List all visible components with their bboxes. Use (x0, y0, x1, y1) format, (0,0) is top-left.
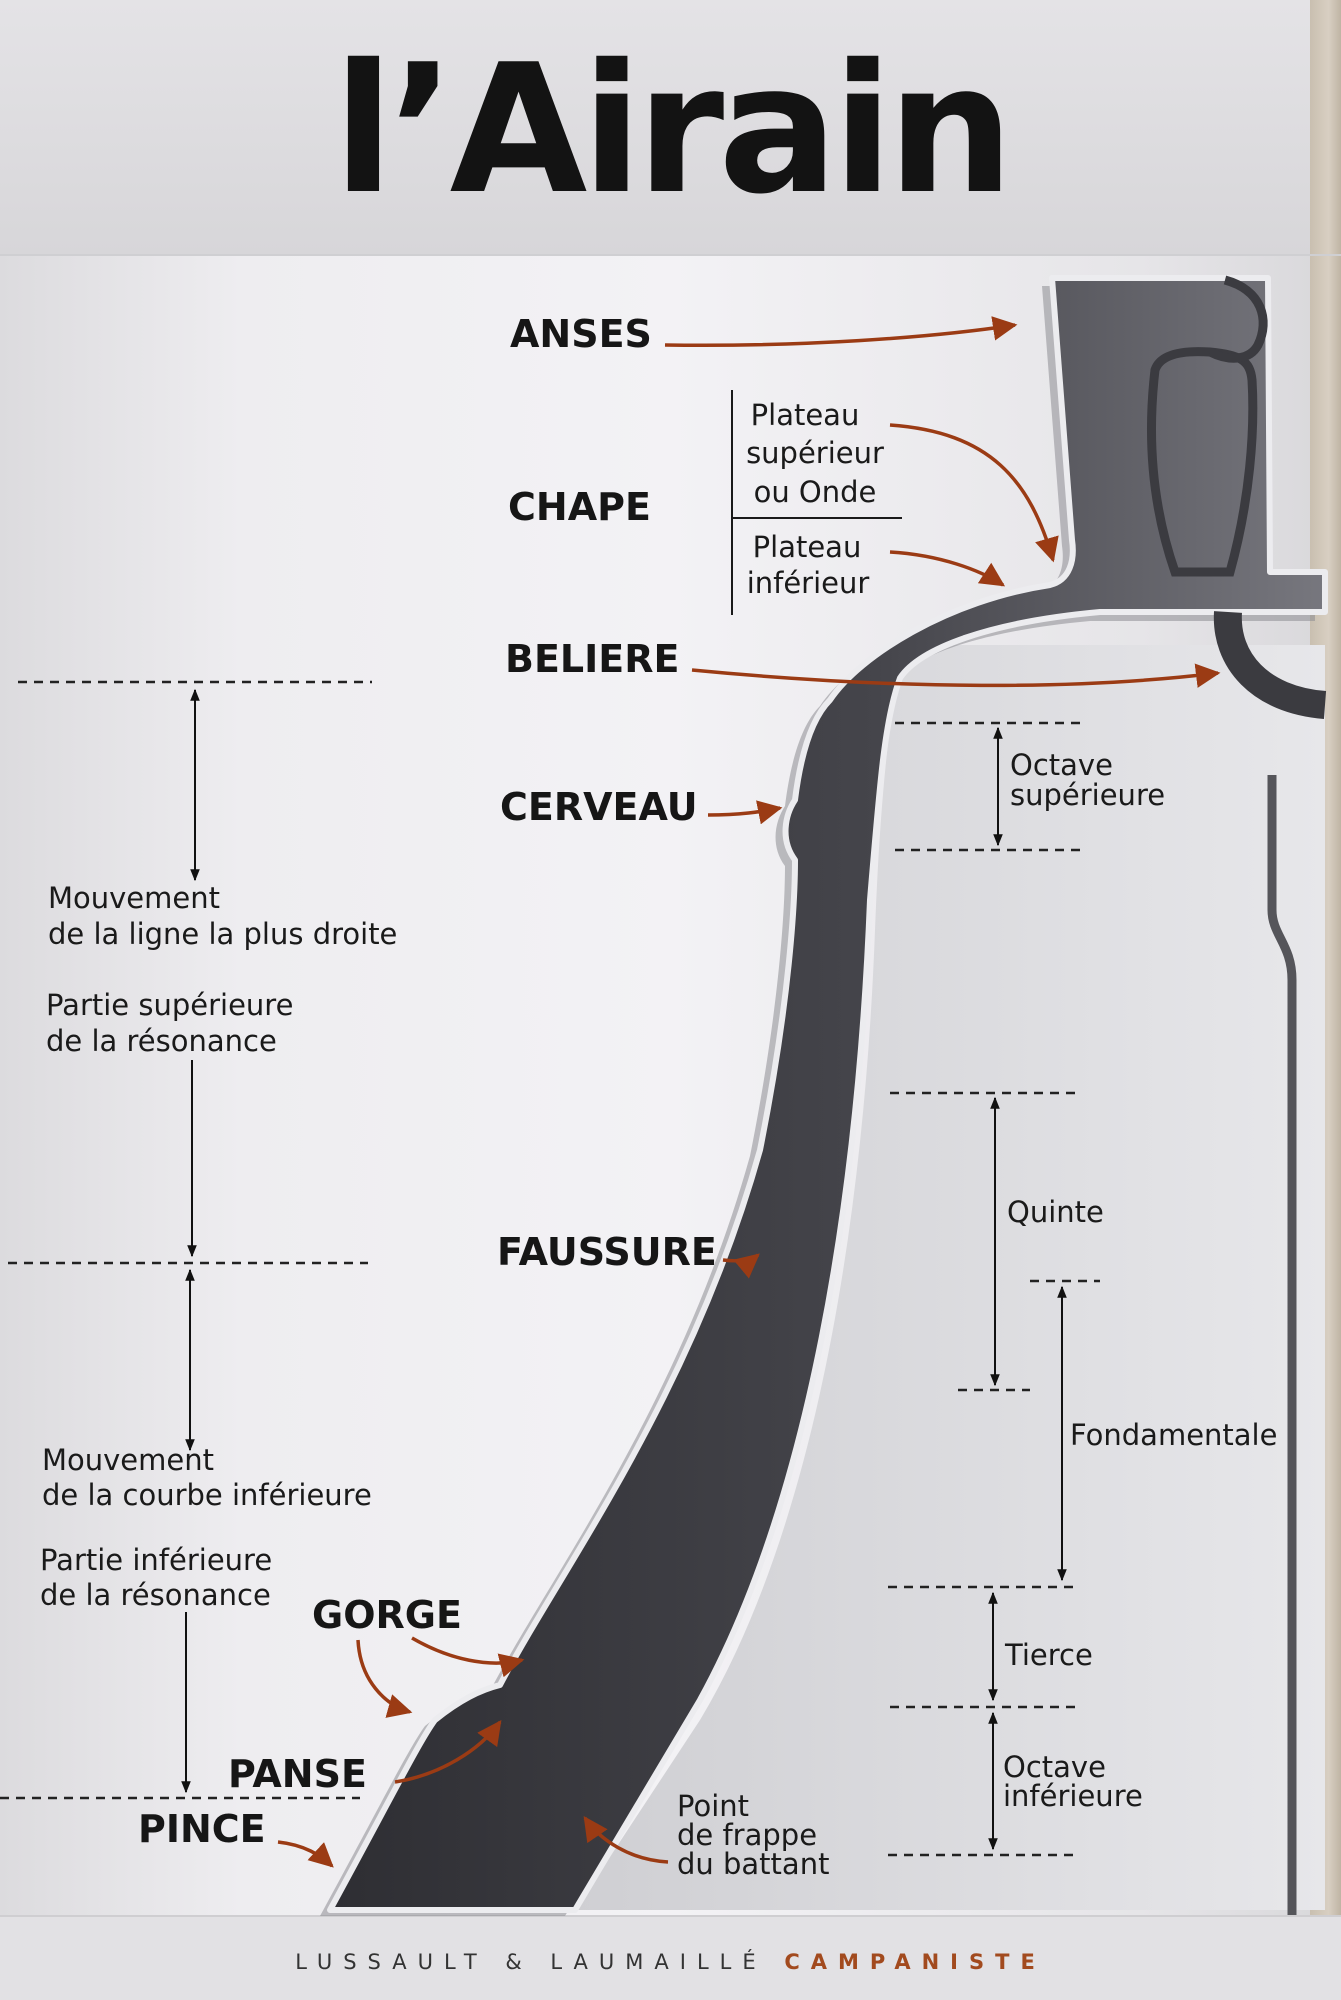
arrow-faussure (722, 1253, 760, 1279)
label-cerveau: CERVEAU (500, 785, 698, 829)
anse-crown (1207, 275, 1268, 363)
label-beliere: BELIERE (505, 637, 679, 681)
bell-profile (327, 275, 1328, 1913)
point-frappe-1: Point (677, 1789, 749, 1823)
arrow-gorge-a (411, 1636, 525, 1678)
label-anses: ANSES (510, 312, 652, 356)
footer-brand-name: LUSSAULT & LAUMAILLÉ (295, 1950, 767, 1974)
label-faussure: FAUSSURE (497, 1230, 717, 1274)
arrow-pince (277, 1840, 334, 1868)
footer-band (0, 1915, 1341, 2000)
note-partie-inf-2: de la résonance (40, 1578, 271, 1612)
note-mouvement-courbe-1: Mouvement (42, 1443, 214, 1477)
tone-octave-sup-2: supérieure (1010, 778, 1165, 812)
note-mouvement-courbe-2: de la courbe inférieure (42, 1478, 372, 1512)
label-gorge: GORGE (312, 1593, 462, 1637)
point-frappe-3: du battant (677, 1847, 829, 1881)
arrow-plateau-inf (889, 550, 1006, 587)
note-mouvement-droite-1: Mouvement (48, 881, 220, 915)
tone-quinte: Quinte (1007, 1195, 1104, 1229)
title-band (0, 0, 1341, 255)
bell-interior (575, 645, 1325, 1910)
plateau-sup-line-1: Plateau (751, 398, 860, 432)
note-partie-inf-1: Partie inférieure (40, 1543, 272, 1577)
label-chape: CHAPE (508, 485, 651, 529)
note-partie-sup-2: de la résonance (46, 1024, 277, 1058)
note-mouvement-droite-2: de la ligne la plus droite (48, 917, 397, 951)
anse-handle (1147, 347, 1258, 577)
arrow-panse (394, 1720, 502, 1784)
plateau-sup-line-3: ou Onde (754, 475, 877, 509)
tone-octave-inf-1: Octave (1003, 1750, 1106, 1784)
label-pince: PINCE (138, 1807, 266, 1851)
arrow-anses (664, 316, 1018, 348)
plateau-sup-line-2: supérieur (746, 436, 884, 470)
plateau-inf-line-2: inférieur (747, 566, 870, 600)
note-partie-sup-1: Partie supérieure (46, 988, 293, 1022)
poster-title: l’Airain (332, 26, 1014, 233)
beliere-hook (1213, 611, 1327, 719)
inner-profile (1267, 775, 1297, 1915)
footer-brand: LUSSAULT & LAUMAILLÉ CAMPANISTE (0, 1950, 1341, 1974)
footer-brand-accent: CAMPANISTE (784, 1950, 1046, 1974)
label-panse: PANSE (228, 1752, 367, 1796)
arrow-point-frappe (583, 1815, 669, 1864)
arrow-gorge-b (356, 1639, 413, 1718)
arrow-cerveau (707, 800, 783, 825)
tone-octave-sup-1: Octave (1010, 748, 1113, 782)
tone-fondamentale: Fondamentale (1070, 1418, 1277, 1452)
arrow-plateau-sup (889, 423, 1059, 563)
tone-octave-inf-2: inférieure (1003, 1779, 1143, 1813)
arrow-beliere (691, 663, 1221, 688)
tone-tierce: Tierce (1004, 1638, 1093, 1672)
point-frappe-2: de frappe (677, 1818, 817, 1852)
plateau-inf-line-1: Plateau (753, 530, 862, 564)
